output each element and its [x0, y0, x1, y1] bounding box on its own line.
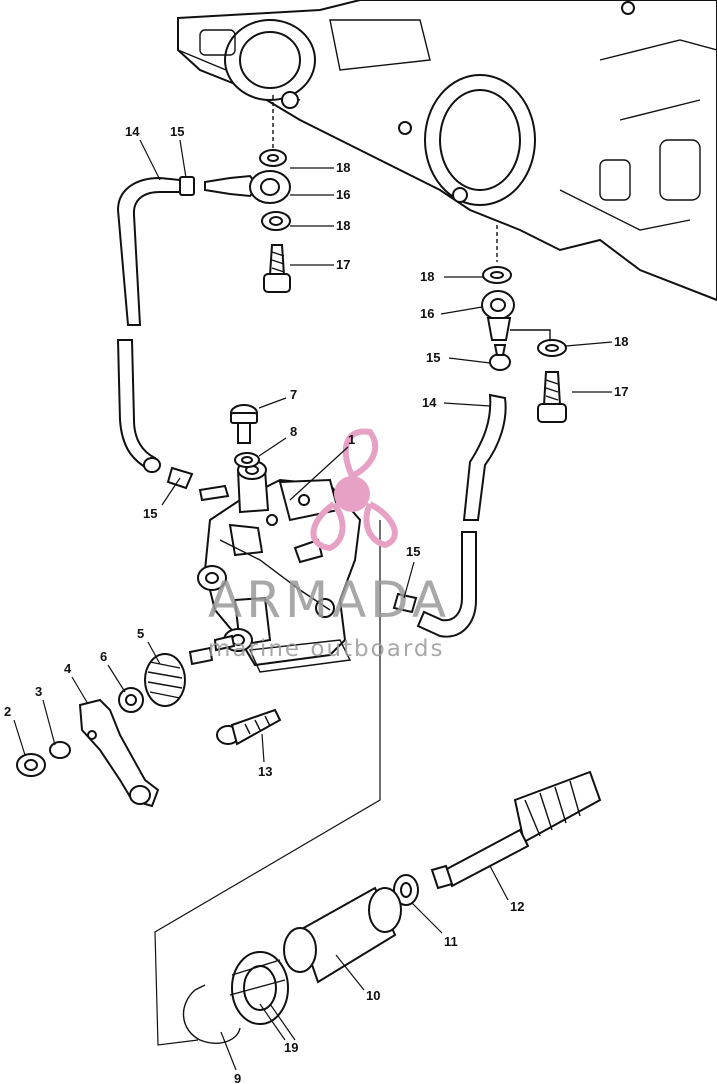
- drive-shaft-assembly: [182, 770, 602, 1044]
- label-part-9: 9: [234, 1071, 241, 1084]
- assembly-reference-line: [154, 520, 381, 1046]
- label-part-2: 2: [4, 704, 11, 719]
- label-part-13: 13: [258, 764, 272, 779]
- leader-lines: [13, 139, 613, 1071]
- label-part-15c: 15: [143, 506, 157, 521]
- label-part-5: 5: [137, 626, 144, 641]
- label-part-14a: 14: [125, 124, 140, 139]
- label-part-7: 7: [290, 387, 297, 402]
- label-part-18d: 18: [614, 334, 628, 349]
- label-part-18c: 18: [420, 269, 434, 284]
- label-part-18a: 18: [336, 160, 350, 175]
- label-part-18b: 18: [336, 218, 350, 233]
- label-part-17a: 17: [336, 257, 350, 272]
- label-part-8: 8: [290, 424, 297, 439]
- label-part-15d: 15: [406, 544, 420, 559]
- label-part-4: 4: [64, 661, 72, 676]
- armada-watermark: ARMADA marine outboards: [208, 428, 450, 662]
- top-screw-and-washer: [230, 404, 260, 468]
- lever-assembly: [16, 646, 214, 808]
- engine-block: [177, 0, 717, 302]
- right-fuel-hose: [392, 393, 507, 638]
- fuel-pump-body: [197, 460, 362, 673]
- label-part-12: 12: [510, 899, 524, 914]
- label-part-6: 6: [100, 649, 107, 664]
- label-part-16b: 16: [420, 306, 434, 321]
- label-part-10: 10: [366, 988, 380, 1003]
- label-part-16a: 16: [336, 187, 350, 202]
- label-part-11: 11: [444, 934, 458, 949]
- label-part-14b: 14: [422, 395, 437, 410]
- watermark-tagline: marine outboards: [208, 636, 444, 662]
- armada-logo: [310, 428, 398, 552]
- label-part-15b: 15: [426, 350, 440, 365]
- mounting-screw: [216, 708, 282, 746]
- label-part-3: 3: [35, 684, 42, 699]
- left-fuel-hose: [116, 176, 195, 490]
- watermark-brand: ARMADA: [208, 571, 450, 629]
- label-part-15a: 15: [170, 124, 184, 139]
- label-part-17b: 17: [614, 384, 628, 399]
- part-labels: 14 15 18 16 18 17 18 16 18 15 17 14 7 8 …: [4, 124, 628, 1084]
- right-fitting-stack: [481, 225, 567, 423]
- label-part-1: 1: [348, 432, 355, 447]
- left-fitting-stack: [204, 95, 291, 293]
- label-part-19: 19: [284, 1040, 298, 1055]
